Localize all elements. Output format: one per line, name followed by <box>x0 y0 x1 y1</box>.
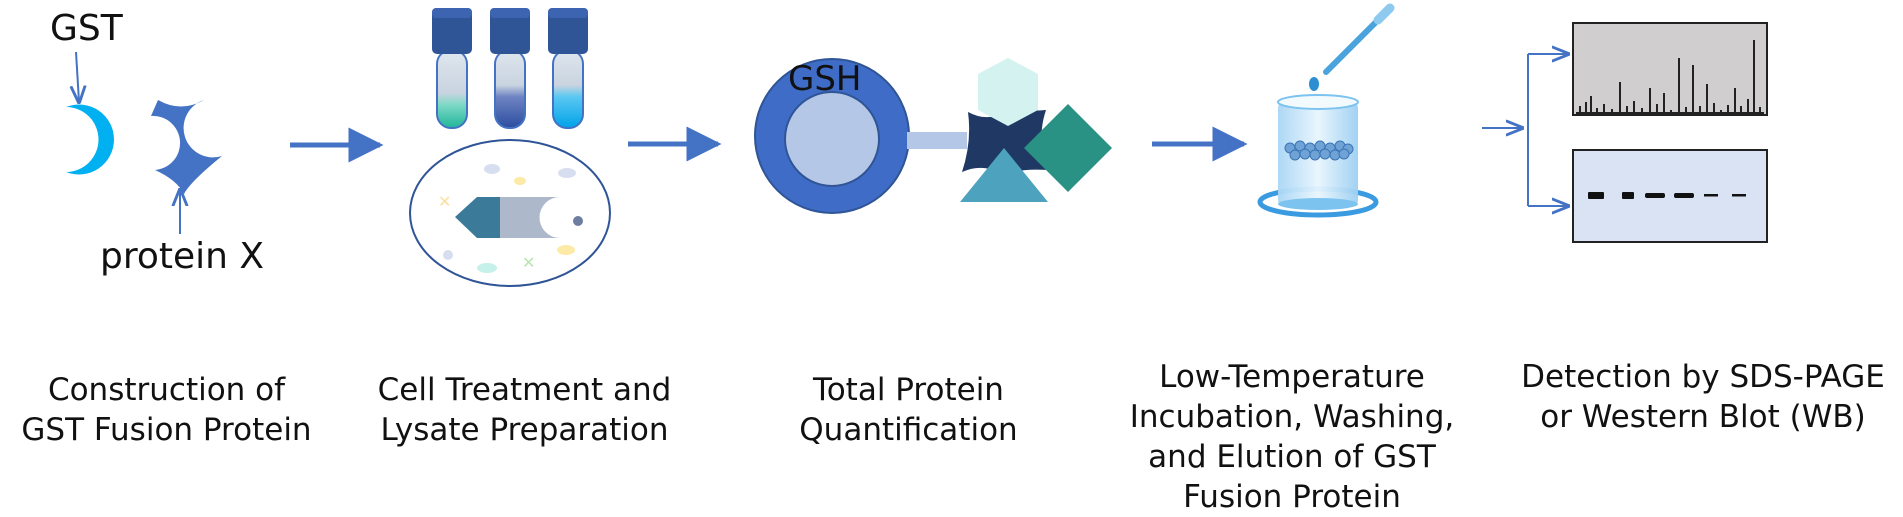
step1-illustration: GST protein X <box>50 8 264 277</box>
step3-caption: Total Protein Quantification <box>776 370 1041 450</box>
protein-x-label: protein X <box>100 236 264 277</box>
sds-page-gel <box>1572 22 1768 116</box>
droplet <box>1309 77 1319 91</box>
test-tube-1 <box>432 8 472 129</box>
gsh-label: GSH <box>788 59 862 99</box>
gst-x-complex-shape <box>962 108 1048 176</box>
step5-caption: Detection by SDS-PAGE or Western Blot (W… <box>1510 357 1896 437</box>
step5-caption-line1: Detection by SDS-PAGE <box>1521 359 1885 395</box>
gst-shape <box>66 104 114 175</box>
protein-x-shape <box>151 100 222 194</box>
step4-illustration <box>1257 3 1395 218</box>
svg-text:✕: ✕ <box>522 253 535 272</box>
step2-caption: Cell Treatment and Lysate Preparation <box>367 370 682 450</box>
step2-caption-line1: Cell Treatment and <box>377 372 672 408</box>
step4-caption-line2: Incubation, Washing, <box>1129 399 1455 435</box>
gst-label: GST <box>50 8 124 49</box>
step2-caption-line2: Lysate Preparation <box>380 412 669 448</box>
step5-illustration <box>1572 22 1768 243</box>
hexagon-shape <box>978 58 1038 126</box>
triangle-shape <box>960 148 1048 202</box>
step4-caption-line3: and Elution of GST <box>1148 439 1436 475</box>
flow-arrow-4 <box>1482 54 1568 206</box>
step1-caption: Construction of GST Fusion Protein <box>14 370 319 450</box>
step3-illustration: GSH <box>754 58 1112 214</box>
step3-caption-line2: Quantification <box>799 412 1018 448</box>
linker <box>907 132 967 149</box>
cell-lysate: ✕ ✕ <box>409 139 611 287</box>
step1-caption-line2: GST Fusion Protein <box>21 412 312 448</box>
test-tube-2 <box>490 8 530 129</box>
step5-caption-line2: or Western Blot (WB) <box>1540 399 1866 435</box>
step1-caption-line1: Construction of <box>47 372 286 408</box>
step4-caption-line1: Low-Temperature <box>1159 359 1425 395</box>
blot-bands <box>1588 192 1746 199</box>
diamond-shape <box>1024 104 1112 192</box>
beads-in-beaker <box>1284 140 1354 161</box>
gst-pointer-arrow <box>76 51 79 102</box>
test-tube-3 <box>548 8 588 129</box>
svg-text:✕: ✕ <box>438 192 451 211</box>
step3-caption-line1: Total Protein <box>813 372 1004 408</box>
gel-peaks <box>1576 40 1764 114</box>
step4-caption: Low-Temperature Incubation, Washing, and… <box>1117 357 1467 517</box>
step4-caption-line4: Fusion Protein <box>1183 479 1401 515</box>
step2-illustration: ✕ ✕ <box>409 8 611 287</box>
gsh-bead-core <box>784 91 880 187</box>
